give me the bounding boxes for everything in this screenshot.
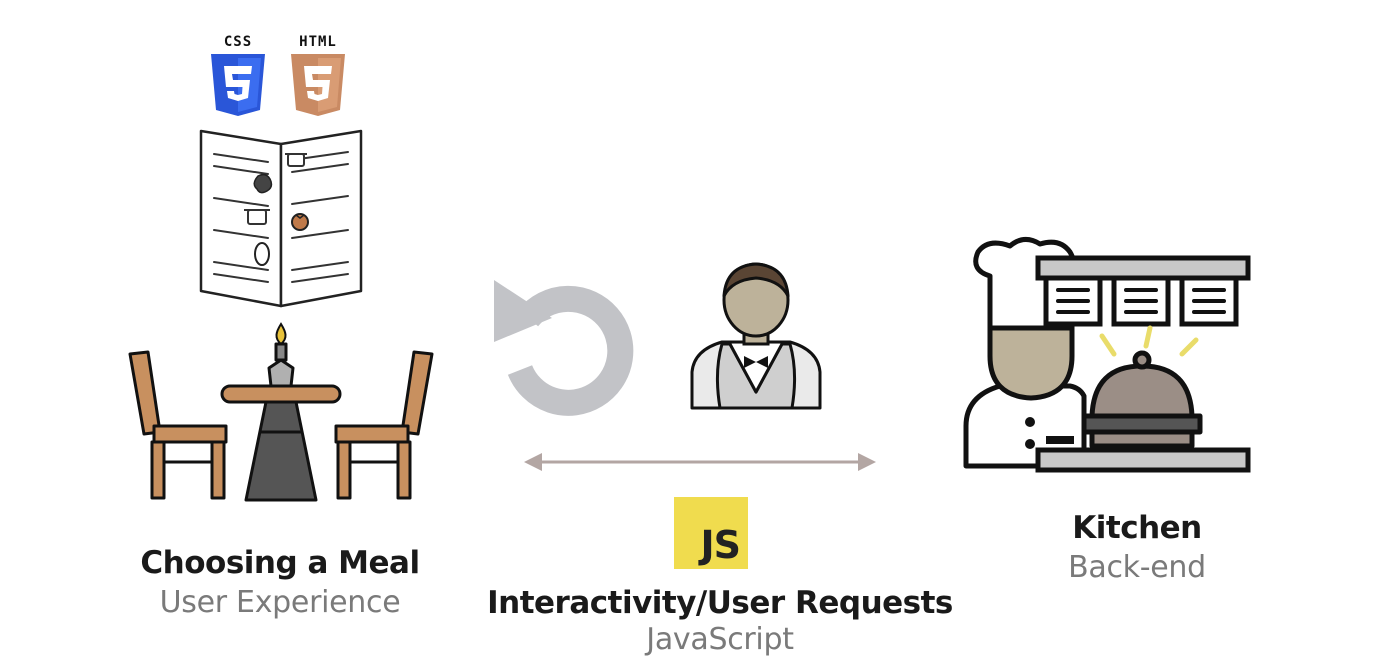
refresh-arrow-icon xyxy=(494,280,634,416)
css-shield-icon xyxy=(211,54,265,116)
pot-icon xyxy=(285,153,307,167)
html-logo: HTML xyxy=(288,34,348,119)
html-logo-label: HTML xyxy=(299,34,337,50)
menu-icon xyxy=(199,129,363,308)
left-section-subtitle: User Experience xyxy=(159,585,401,620)
chef-kitchen-icon xyxy=(963,237,1251,473)
dining-table-icon xyxy=(128,322,434,502)
left-section-title: Choosing a Meal xyxy=(140,545,420,581)
right-section-title: Kitchen xyxy=(1072,510,1202,546)
middle-section-subtitle: JavaScript xyxy=(646,622,794,657)
css-logo-label: CSS xyxy=(223,34,253,50)
html-shield-icon xyxy=(291,54,345,116)
right-section-subtitle: Back-end xyxy=(1068,550,1206,585)
waiter-icon xyxy=(690,262,822,410)
css-logo: CSS xyxy=(208,34,268,119)
js-logo: JS xyxy=(674,497,748,569)
js-logo-label: JS xyxy=(700,523,741,567)
middle-section-title: Interactivity/User Requests xyxy=(487,585,953,621)
double-arrow-icon xyxy=(524,453,876,471)
